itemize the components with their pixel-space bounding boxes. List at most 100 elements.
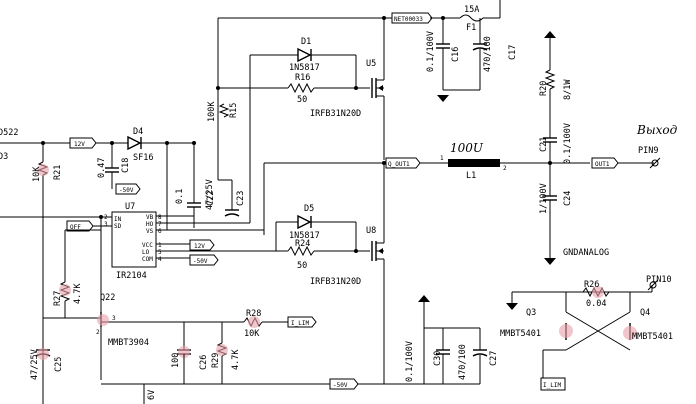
svg-text:1N5817: 1N5817 xyxy=(289,63,320,73)
svg-text:12V: 12V xyxy=(74,141,85,148)
capacitor-c25: 47/25V C25 xyxy=(30,348,64,380)
svg-text:1: 1 xyxy=(440,155,444,162)
svg-text:HO: HO xyxy=(146,221,154,228)
svg-text:C21: C21 xyxy=(539,137,549,152)
svg-text:MMBT3904: MMBT3904 xyxy=(108,338,149,348)
svg-text:1N5817: 1N5817 xyxy=(289,231,320,241)
svg-text:2: 2 xyxy=(96,329,100,336)
svg-text:Q22: Q22 xyxy=(100,293,115,303)
svg-text:50: 50 xyxy=(297,95,307,105)
svg-text:C23: C23 xyxy=(236,191,246,206)
svg-text:SF16: SF16 xyxy=(133,153,153,163)
inductor-l1: 1 2 100U L1 xyxy=(440,141,590,181)
svg-text:R15: R15 xyxy=(229,103,239,118)
svg-text:12V: 12V xyxy=(194,243,205,250)
v12-label-u7: 12V xyxy=(189,239,215,251)
svg-text:VB: VB xyxy=(146,214,154,221)
svg-text:1/100V: 1/100V xyxy=(539,183,549,214)
output-filter: R20 8/1W C21 0.1/100V 1/100V C24 GNDANAL… xyxy=(539,31,609,265)
v6-label: 6V xyxy=(143,384,157,404)
svg-text:0.1/100V: 0.1/100V xyxy=(563,123,573,164)
svg-text:VS: VS xyxy=(146,228,154,235)
pin9-label: PIN9 xyxy=(638,146,658,156)
svg-text:I_LIM: I_LIM xyxy=(291,320,309,327)
svg-text:C30: C30 xyxy=(433,351,443,366)
capacitor-c18: -50V 0.47 C18 xyxy=(97,143,141,195)
svg-text:0.04: 0.04 xyxy=(586,299,606,309)
svg-text:U7: U7 xyxy=(125,202,135,212)
svg-text:470/100: 470/100 xyxy=(458,344,468,380)
svg-text:MMBT5401: MMBT5401 xyxy=(500,329,541,339)
svg-text:0.1/100V: 0.1/100V xyxy=(426,31,436,72)
svg-text:4: 4 xyxy=(158,256,162,263)
svg-text:100: 100 xyxy=(171,353,181,368)
svg-text:D522: D522 xyxy=(0,128,18,138)
svg-text:R26: R26 xyxy=(584,280,599,290)
svg-text:COM: COM xyxy=(142,256,153,263)
svg-text:C24: C24 xyxy=(563,191,573,206)
svg-text:R24: R24 xyxy=(295,239,310,249)
diode-d1: D1 1N5817 xyxy=(249,37,357,88)
svg-text:IN: IN xyxy=(114,216,122,223)
svg-text:VCC: VCC xyxy=(142,242,153,249)
svg-text:8/1W: 8/1W xyxy=(563,79,573,100)
svg-text:C27: C27 xyxy=(489,351,499,366)
svg-text:U5: U5 xyxy=(366,59,376,69)
resistor-r21: 10K R21 xyxy=(32,143,63,404)
svg-text:R27: R27 xyxy=(53,291,63,306)
svg-text:1: 1 xyxy=(158,242,162,249)
svg-text:R20: R20 xyxy=(539,81,549,96)
net00033-text: NET00033 xyxy=(394,16,423,23)
svg-text:LO: LO xyxy=(142,249,150,256)
mosfet-u8: U8 IRFB31N20D xyxy=(310,163,385,384)
ground-arrow-c16 xyxy=(437,95,449,102)
svg-text:C16: C16 xyxy=(451,47,461,62)
svg-text:15A: 15A xyxy=(464,5,479,15)
svg-text:I_LIM: I_LIM xyxy=(543,382,561,389)
svg-text:OUT1: OUT1 xyxy=(595,161,610,168)
svg-text:6: 6 xyxy=(158,228,162,235)
svg-text:C18: C18 xyxy=(121,158,131,173)
resistor-r16: R16 50 xyxy=(250,73,370,105)
svg-text:100K: 100K xyxy=(207,101,217,122)
svg-text:Q3: Q3 xyxy=(526,308,536,318)
svg-text:U8: U8 xyxy=(366,226,376,236)
svg-text:C25: C25 xyxy=(54,357,64,372)
capacitor-c16: 0.1/100V C16 xyxy=(426,16,461,90)
top-rail xyxy=(217,0,501,180)
svg-text:10K: 10K xyxy=(32,166,42,182)
svg-text:5: 5 xyxy=(158,249,162,256)
svg-text:-50V: -50V xyxy=(333,382,348,389)
svg-text:IRFB31N20D: IRFB31N20D xyxy=(310,277,361,287)
svg-text:3: 3 xyxy=(112,315,116,322)
svg-text:-50V: -50V xyxy=(119,187,134,194)
net00033-label: NET00033 xyxy=(391,12,433,24)
svg-text:F1: F1 xyxy=(466,23,476,33)
vykhod-label: Выход xyxy=(636,123,678,137)
svg-text:PIN10: PIN10 xyxy=(646,275,672,285)
svg-text:R29: R29 xyxy=(211,353,221,368)
resistor-r15: 100K R15 xyxy=(207,86,250,122)
svg-text:C26: C26 xyxy=(199,355,209,370)
svg-text:47/25V: 47/25V xyxy=(205,179,215,210)
svg-text:0.1/100V: 0.1/100V xyxy=(405,341,415,382)
svg-text:D5: D5 xyxy=(304,204,314,214)
svg-text:50: 50 xyxy=(297,261,307,271)
resistor-r29: R29 4.7K xyxy=(211,322,241,384)
svg-text:6V: 6V xyxy=(147,390,157,400)
svg-text:IRFB31N20D: IRFB31N20D xyxy=(310,109,361,119)
svg-text:R28: R28 xyxy=(246,309,261,319)
gnd-label: GNDANALOG xyxy=(563,248,609,258)
m50v-label-u7: -50V xyxy=(189,254,219,266)
current-sense: R26 0.04 PIN10 Q3 MMBT5401 Q4 MMBT5401 I… xyxy=(500,275,673,391)
q-out1-text: Q_OUT1 xyxy=(388,161,410,168)
svg-text:0.47: 0.47 xyxy=(97,158,107,178)
svg-text:100U: 100U xyxy=(450,141,484,155)
svg-text:4.7K: 4.7K xyxy=(231,349,241,370)
svg-text:R21: R21 xyxy=(53,165,63,180)
svg-text:SD: SD xyxy=(114,223,122,230)
svg-text:0.1: 0.1 xyxy=(175,189,185,204)
svg-text:8: 8 xyxy=(158,214,162,221)
svg-text:2: 2 xyxy=(503,165,507,172)
